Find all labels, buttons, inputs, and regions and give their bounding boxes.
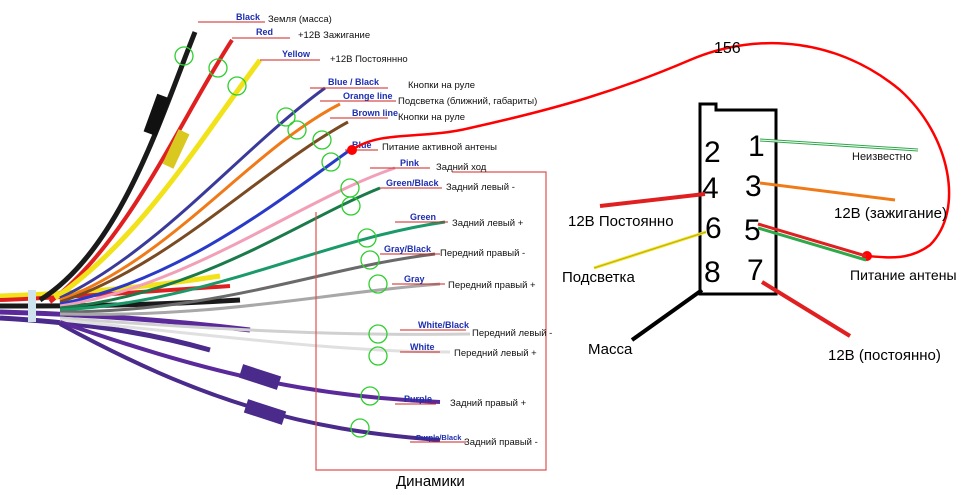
pin-label: Подсветка xyxy=(562,269,635,286)
pin-label: 12В (постоянно) xyxy=(828,347,941,364)
pin4-wire xyxy=(599,192,706,208)
wire-code: Green xyxy=(410,212,436,222)
pigtail xyxy=(162,129,190,169)
pin8-wire xyxy=(630,288,704,342)
pigtail xyxy=(238,364,282,390)
wire-code: Pink xyxy=(400,158,420,168)
wire-gray xyxy=(59,282,441,316)
pigtail xyxy=(243,399,287,425)
wire-code: Purple/Black xyxy=(416,433,462,442)
wire-desc: Питание активной антены xyxy=(382,142,497,153)
speaker-group-label: Динамики xyxy=(396,473,465,490)
pin-number: 6 xyxy=(705,212,722,245)
wire-orange xyxy=(59,102,341,302)
wire-desc: Задний левый + xyxy=(452,218,524,229)
pin5-wire-red xyxy=(757,222,867,258)
pin-label: Неизвестно xyxy=(852,151,912,163)
pigtail xyxy=(143,93,171,137)
wire-yellow xyxy=(53,58,263,301)
wire-desc: Передний правый + xyxy=(448,280,536,291)
highlight-rings xyxy=(174,46,388,438)
wire-desc: Земля (масса) xyxy=(268,14,332,25)
speaker-group-box xyxy=(315,171,547,471)
pin-number: 1 xyxy=(748,130,765,163)
pin-label: 12В (зажигание) xyxy=(834,205,947,222)
pin-label: 12В Постоянно xyxy=(568,213,674,230)
wire-blue-black xyxy=(59,86,326,300)
wire-harness xyxy=(0,31,471,442)
wire-green xyxy=(59,220,446,312)
wire-code: White/Black xyxy=(418,320,470,330)
wire-code: Green/Black xyxy=(386,178,440,188)
harness-labels: Black Земля (масса) Red +12В Зажигание Y… xyxy=(236,12,552,490)
wire-code: Orange line xyxy=(343,91,393,101)
wire-desc: Кнопки на руле xyxy=(408,80,475,91)
pin-number: 2 xyxy=(704,136,721,169)
wire-code: Red xyxy=(256,27,273,37)
wire-pink xyxy=(59,166,396,308)
antenna-jumper-line xyxy=(351,41,951,259)
wire-green-black xyxy=(59,186,381,310)
pin-number: 7 xyxy=(747,254,764,287)
pin3-wire xyxy=(759,181,896,202)
wire-blue xyxy=(59,148,351,306)
wire-white xyxy=(59,318,451,354)
wire-desc: +12В Зажигание xyxy=(298,30,370,41)
wire-desc: Кнопки на руле xyxy=(398,112,465,123)
wire-code: Brown line xyxy=(352,108,398,118)
pin6-wire xyxy=(593,230,707,270)
wire-desc: +12В Постояннно xyxy=(330,54,408,65)
pin7-wire xyxy=(760,280,852,338)
pin-number: 8 xyxy=(704,256,721,289)
connector-body xyxy=(698,102,778,296)
connector-pinout: 156 2 1 4 3 6 5 8 7 Неизвестно 12В (зажи… xyxy=(562,40,957,364)
wire-desc: Задний ход xyxy=(436,162,487,173)
pin-number: 4 xyxy=(702,172,719,205)
pin-number: 5 xyxy=(744,214,761,247)
wire-code: Gray xyxy=(404,274,425,284)
wire-desc: Задний правый - xyxy=(464,437,538,448)
wire-code: Black xyxy=(236,12,261,22)
wire-code: Gray/Black xyxy=(384,244,432,254)
cable-tie xyxy=(28,290,36,322)
wire-desc: Передний правый - xyxy=(440,248,525,259)
wire-code: Blue / Black xyxy=(328,77,380,87)
wire-desc: Подсветка (ближний, габариты) xyxy=(398,96,537,107)
label-underlines xyxy=(198,21,466,443)
wire-code: Purple xyxy=(404,394,432,404)
wire-desc: Задний правый + xyxy=(450,398,527,409)
pin-label: Питание антены xyxy=(850,267,957,283)
wire-black xyxy=(38,31,198,303)
wire-code: Yellow xyxy=(282,49,311,59)
pin-label: Масса xyxy=(588,341,633,358)
pin5-wire-green xyxy=(757,226,867,262)
wire-code: White xyxy=(410,342,435,352)
pin-number: 3 xyxy=(745,170,762,203)
wire-desc: Задний левый - xyxy=(446,182,515,193)
wire-white-black xyxy=(59,316,471,336)
wire-desc: Передний левый + xyxy=(454,348,537,359)
wire-desc: Передний левый - xyxy=(472,328,552,339)
jumper-dot-start xyxy=(347,145,357,155)
wire-gray-black xyxy=(59,252,436,314)
connector-title: 156 xyxy=(714,40,741,57)
